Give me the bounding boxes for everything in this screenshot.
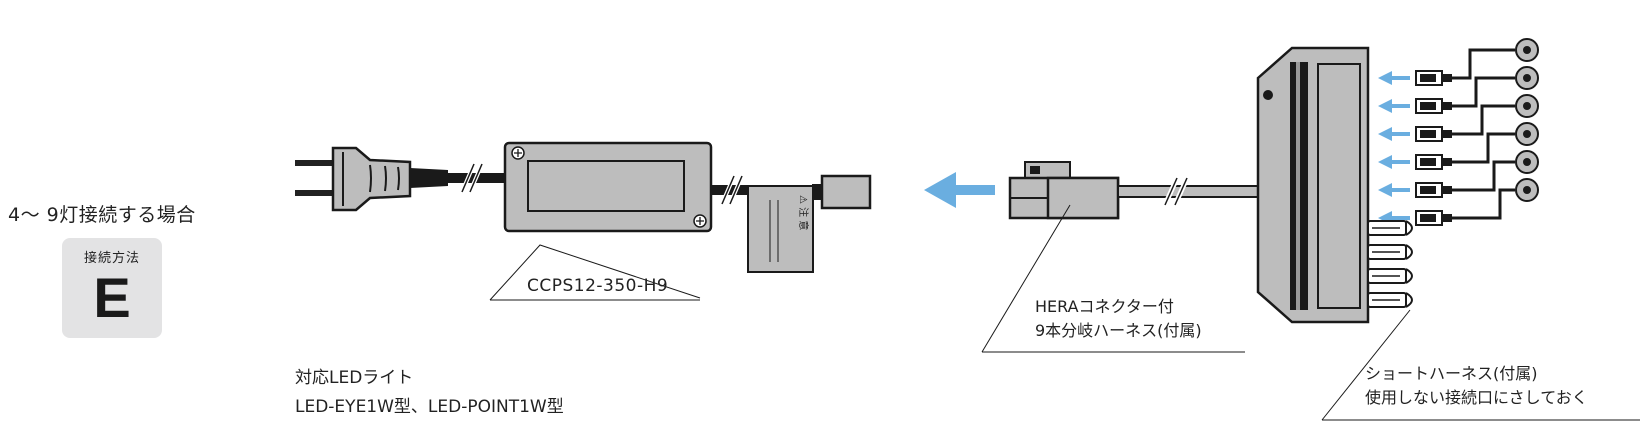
port-arrow-head xyxy=(1378,155,1392,169)
short-harness-label-line1: ショートハーネス(付属) xyxy=(1365,364,1538,383)
connection-method-badge: 接続方法 E xyxy=(62,238,162,338)
psu-callout-line xyxy=(489,244,701,301)
led-wire xyxy=(1452,188,1515,220)
led-light-lens xyxy=(1523,130,1531,138)
hera-connector xyxy=(1008,161,1120,220)
led-connector-boot xyxy=(1442,186,1452,194)
led-wire xyxy=(1452,48,1515,80)
short-callout-line xyxy=(1321,309,1411,421)
led-connector-boot xyxy=(1442,102,1452,110)
led-connector-boot xyxy=(1442,74,1452,82)
direction-arrow xyxy=(924,172,995,208)
led-connector-boot xyxy=(1442,158,1452,166)
led-connector-pin xyxy=(1420,74,1436,82)
port-arrow-head xyxy=(1378,71,1392,85)
port-arrow-head xyxy=(1378,127,1392,141)
led-wire xyxy=(1452,104,1515,136)
led-connector-pin xyxy=(1420,158,1436,166)
short-plug-loop xyxy=(1405,292,1413,308)
power-plug xyxy=(295,146,505,212)
led-connector-pin xyxy=(1420,102,1436,110)
led-light-lens xyxy=(1523,158,1531,166)
short-plug-loop xyxy=(1405,268,1413,284)
led-light-lens xyxy=(1523,102,1531,110)
branch-box xyxy=(1256,46,1370,324)
compatible-lights-title: 対応LEDライト xyxy=(295,368,414,388)
led-connector-pin xyxy=(1420,130,1436,138)
led-wire xyxy=(1452,132,1515,164)
short-harness-label-line2: 使用しない接続口にさしておく xyxy=(1365,388,1588,407)
led-connector-boot xyxy=(1442,130,1452,138)
led-light-lens xyxy=(1523,186,1531,194)
led-wire xyxy=(1452,76,1515,108)
hera-harness-label-line2: 9本分岐ハーネス(付属) xyxy=(1035,321,1202,340)
port-arrow-head xyxy=(1378,99,1392,113)
method-letter: E xyxy=(93,266,131,329)
led-light-lens xyxy=(1523,46,1531,54)
led-light-lens xyxy=(1523,74,1531,82)
case-title: 4～ 9灯接続する場合 xyxy=(8,204,196,226)
hera-callout-line xyxy=(981,204,1071,353)
psu-model-label: CCPS12-350-H9 xyxy=(527,276,669,296)
short-harness-plugs xyxy=(1367,220,1413,308)
output-connector xyxy=(812,174,872,210)
short-plug-loop xyxy=(1405,220,1413,236)
led-connector-pin xyxy=(1420,214,1436,222)
led-connector-pin xyxy=(1420,186,1436,194)
harness-cable xyxy=(1117,176,1259,207)
short-plug-loop xyxy=(1405,244,1413,260)
warning-tag xyxy=(747,185,814,273)
led-ports xyxy=(1378,38,1539,226)
hera-harness-label-line1: HERAコネクター付 xyxy=(1035,297,1174,316)
power-supply-unit xyxy=(503,141,713,233)
compatible-lights-models: LED-EYE1W型、LED-POINT1W型 xyxy=(295,397,564,417)
led-connector-boot xyxy=(1442,214,1452,222)
method-label: 接続方法 xyxy=(83,251,140,266)
warning-tag-title: ⚠ 注 意 xyxy=(797,195,810,230)
led-wire xyxy=(1452,160,1515,192)
port-arrow-head xyxy=(1378,183,1392,197)
